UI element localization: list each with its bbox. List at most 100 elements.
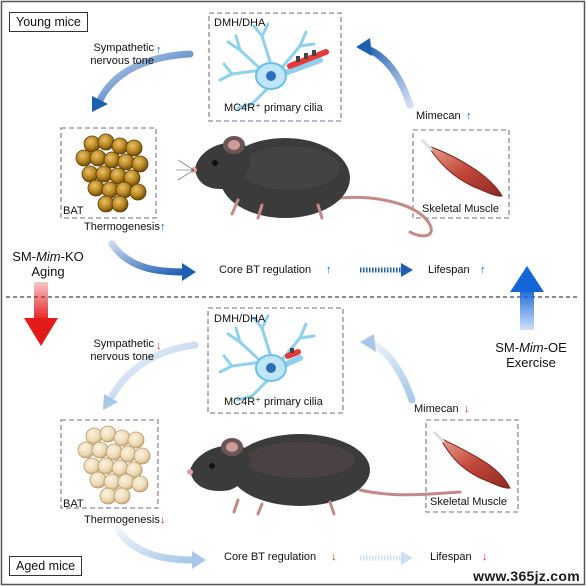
fat-cell [91,441,109,459]
bat-label-top: BAT [63,205,84,217]
sympathetic-label-top: Sympathetic nervous tone [90,42,154,67]
blue-up-arrow-icon [510,266,544,330]
fat-cell [133,447,151,465]
fat-cells-icon [75,133,149,213]
arrow-bat-to-core [108,240,189,276]
muscle-icon [432,430,511,489]
down-arrow-icon: ↓ [156,340,162,352]
muscle-box-top [412,129,510,219]
left-condition-suffix: -KO [60,249,84,264]
right-condition-suffix: -OE [543,340,567,355]
right-condition-gene: Mim [519,340,544,355]
down-arrow-icon: ↓ [464,403,470,415]
mimecan-label-top: Mimecan [416,110,461,122]
fat-cell [117,473,135,491]
fat-cell [81,165,99,183]
bat-box-top [60,127,157,219]
up-arrow-icon: ↑ [466,110,472,122]
thermogenesis-label-bottom: Thermogenesis [84,514,160,526]
neuron-region-bottom: DMH/DHA [214,313,266,325]
fat-cell [99,425,117,443]
muscle-label-bottom: Skeletal Muscle [430,496,508,508]
red-down-arrow-icon [24,282,58,346]
fat-cell [95,165,113,183]
fat-cell [99,487,117,505]
watermark: www.365jz.com [473,568,580,584]
fat-cell [111,459,129,477]
arrow-bat-to-core-weak [114,526,199,564]
fat-cell [97,133,115,151]
down-arrow-icon: ↓ [482,551,488,563]
neuron-caption-bottom: MC4R⁺ primary cilia [224,396,323,408]
arrow-neuron-to-bat [96,50,194,104]
neuron-icon [218,22,329,110]
fat-cell [105,443,123,461]
muscle-icon [420,138,503,197]
core-bt-label-bottom: Core BT regulation [224,551,317,563]
core-bt-label-top: Core BT regulation [219,264,312,276]
left-condition-label: SM-Mim-KO Aging [8,249,88,279]
neuron-icon [218,314,316,402]
muscle-label-top: Skeletal Muscle [422,203,500,215]
fat-cell [75,149,93,167]
right-condition-exercise: Exercise [506,355,556,370]
fat-cell [89,471,107,489]
up-arrow-icon: ↑ [160,221,166,233]
up-arrow-icon: ↑ [326,264,332,276]
down-arrow-icon: ↓ [331,551,337,563]
fat-cell [97,195,115,213]
fat-cell [119,445,137,463]
fat-cell [117,153,135,171]
bat-label-bottom: BAT [63,498,84,510]
fat-cell [123,169,141,187]
fat-cells-icon [77,425,151,505]
fat-cell [111,137,129,155]
lifespan-label-top: Lifespan [428,264,470,276]
left-condition-gene: Mim [36,249,61,264]
fat-cell [125,139,143,157]
up-arrow-icon: ↑ [156,44,162,56]
young-mice-title: Young mice [9,12,88,32]
fat-cell [109,167,127,185]
fat-cell [113,487,131,505]
muscle-box-bottom [425,419,519,513]
mouse-icon [187,434,462,516]
right-condition-label: SM-Mim-OE Exercise [486,340,576,370]
neuron-region-top: DMH/DHA [214,17,266,29]
bat-box-bottom [60,419,159,509]
fat-cell [103,151,121,169]
arrow-neuron-to-bat-weak [106,341,199,404]
fat-cell [127,431,145,449]
neuron-caption-top: MC4R⁺ primary cilia [224,102,323,114]
up-arrow-icon: ↑ [480,264,486,276]
fat-cell [101,181,119,199]
fat-cell [83,135,101,153]
fat-cell [129,183,147,201]
left-condition-prefix: SM- [12,249,37,264]
down-arrow-icon: ↓ [160,514,166,526]
fat-cell [77,441,95,459]
mouse-icon [176,136,433,238]
fat-cell [131,155,149,173]
mimecan-label-bottom: Mimecan [414,403,459,415]
left-condition-aging: Aging [31,264,65,279]
fat-cell [85,427,103,445]
thermogenesis-label-top: Thermogenesis [84,221,160,233]
fat-cell [103,473,121,491]
sympathetic-label-bottom: Sympathetic nervous tone [90,338,154,363]
fat-cell [131,475,149,493]
fat-cell [89,149,107,167]
fat-cell [113,429,131,447]
right-condition-prefix: SM- [495,340,520,355]
lifespan-label-bottom: Lifespan [430,551,472,563]
neuron-box-bottom [207,307,344,414]
fat-cell [125,461,143,479]
fat-cell [83,457,101,475]
neuron-box-top [208,12,342,122]
fat-cell [97,457,115,475]
fat-cell [111,195,129,213]
fat-cell [115,181,133,199]
fat-cell [87,179,105,197]
